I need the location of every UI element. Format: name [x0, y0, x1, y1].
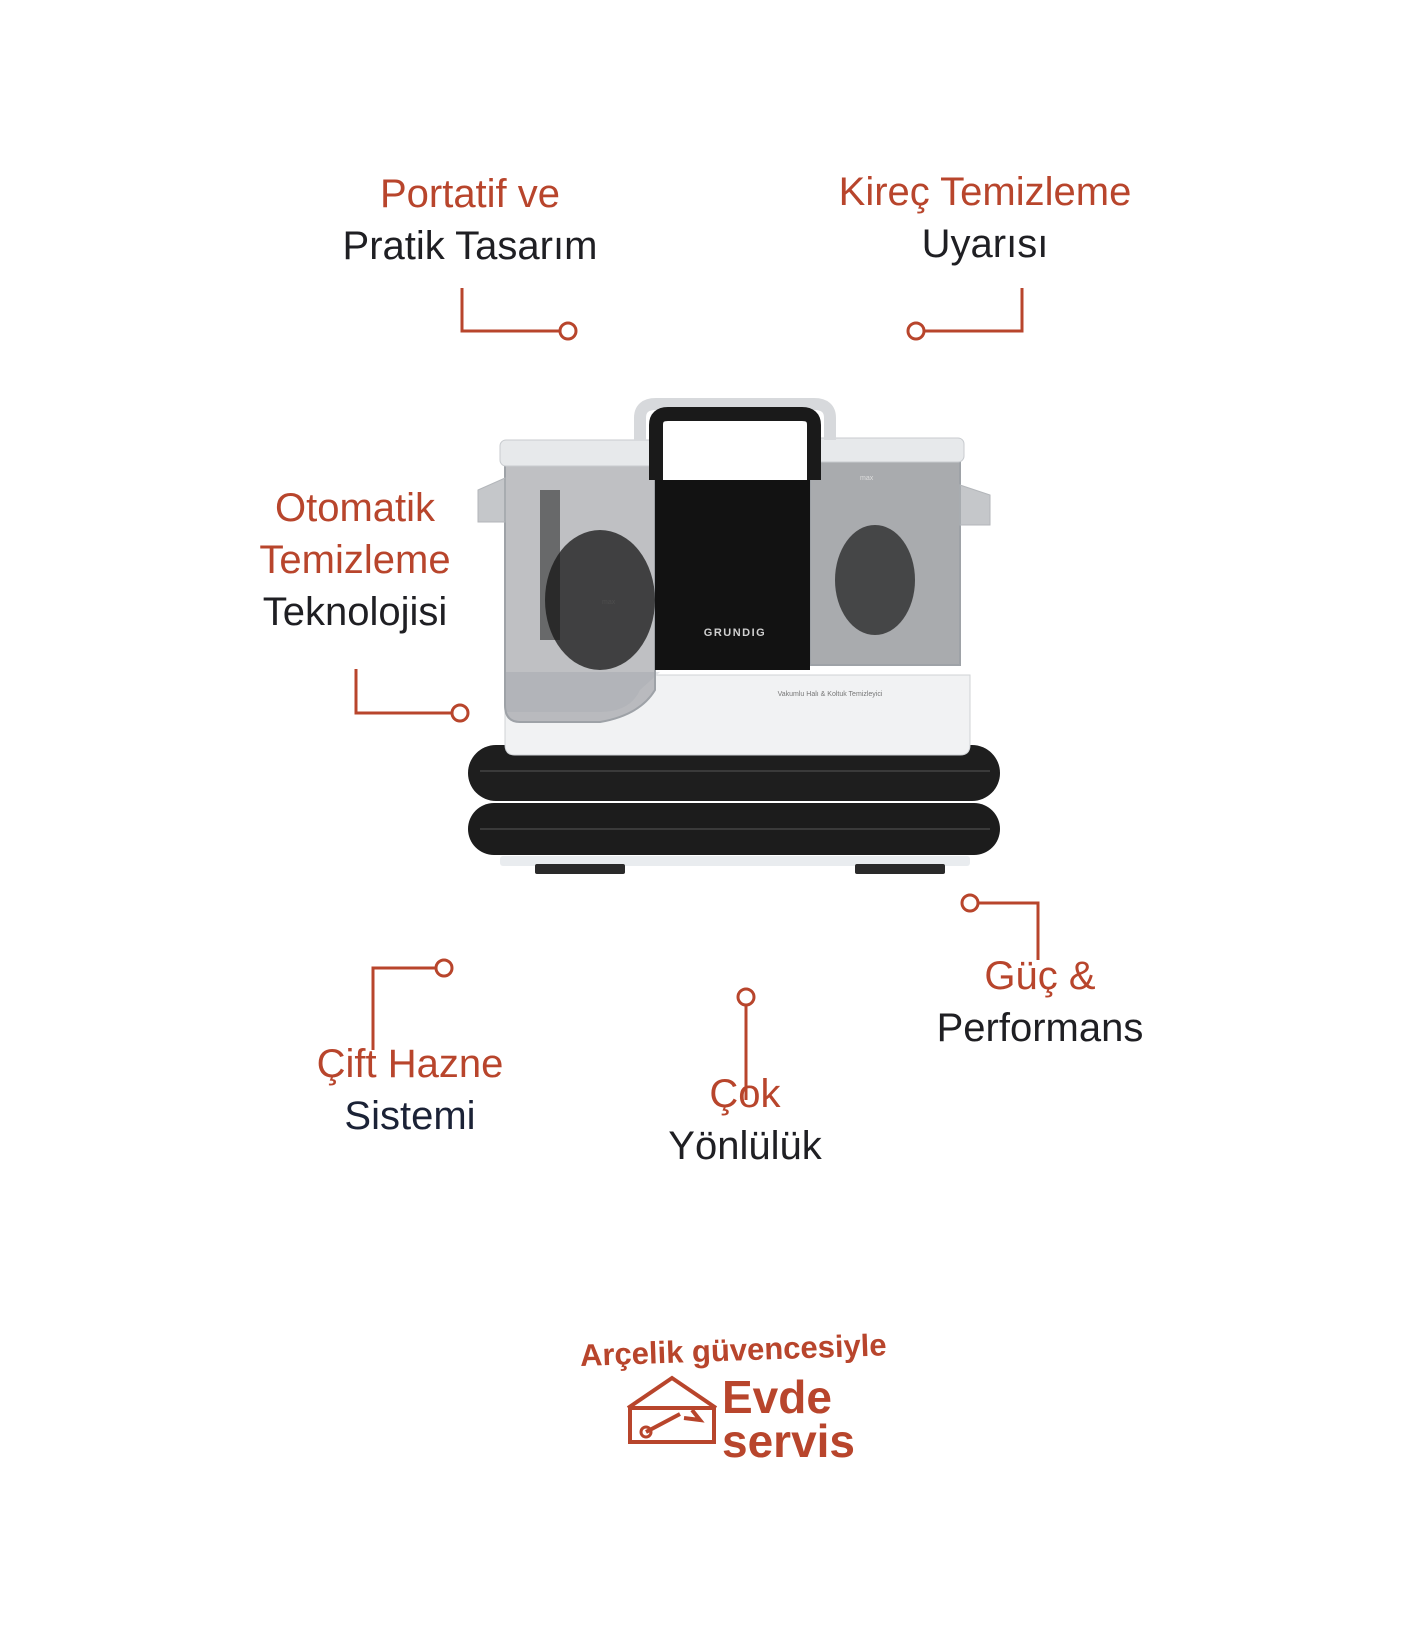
- leader-portable: [460, 288, 578, 341]
- badge-evde: Evde: [722, 1371, 832, 1423]
- leader-auto-clean: [354, 669, 470, 723]
- leader-multi-direction: [736, 987, 756, 1100]
- leader-power: [960, 893, 1040, 960]
- right-tank-lid: [807, 437, 965, 463]
- feature-portable-title: Portatif ve: [379, 172, 561, 216]
- feature-auto-clean-title: Otomatik: [274, 486, 436, 530]
- feature-power-title: Güç &: [984, 954, 1096, 998]
- left-tank-motor: [545, 530, 655, 670]
- hose-ridges: [480, 770, 990, 830]
- feature-auto-clean: Otomatik Temizleme Teknolojisi: [230, 482, 480, 638]
- foot-right: [855, 864, 945, 874]
- product-illustration: Vakumlu Halı & Koltuk Temizleyici max ma…: [468, 398, 1000, 874]
- feature-portable-subtitle: Pratik Tasarım: [342, 224, 598, 268]
- base-plate: [500, 856, 970, 866]
- badge-servis: servis: [722, 1415, 856, 1467]
- leader-double-tank: [371, 958, 454, 1050]
- feature-auto-clean-subtitle: Teknolojisi: [262, 590, 448, 634]
- feature-portable: Portatif ve Pratik Tasarım: [340, 168, 600, 272]
- feature-double-tank-title: Çift Hazne: [316, 1042, 504, 1086]
- foot-left: [535, 864, 625, 874]
- feature-descaling-title: Kireç Temizleme: [838, 170, 1132, 214]
- feature-auto-clean-title-2: Temizleme: [259, 538, 451, 582]
- feature-multi-direction-subtitle: Yönlülük: [668, 1124, 822, 1168]
- feature-multi-direction: Çok Yönlülük: [630, 1068, 860, 1172]
- feature-double-tank-subtitle: Sistemi: [344, 1094, 476, 1138]
- brand-logo: GRUNDIG: [704, 627, 766, 639]
- feature-descaling: Kireç Temizleme Uyarısı: [825, 166, 1145, 270]
- carry-handle-outer: [634, 398, 836, 440]
- leader-descaling: [906, 288, 1024, 341]
- right-tank-handle: [959, 484, 991, 526]
- leader-lines: [354, 288, 1040, 1100]
- center-body: [655, 480, 810, 670]
- feature-descaling-subtitle: Uyarısı: [921, 222, 1049, 266]
- feature-power: Güç & Performans: [920, 950, 1160, 1054]
- carry-handle: [649, 407, 821, 480]
- max-label-right: max: [860, 475, 874, 482]
- house-wrench-icon: [626, 1375, 718, 1444]
- left-tank-handle: [477, 477, 506, 523]
- hose-coil-upper: [468, 745, 1000, 801]
- feature-power-subtitle: Performans: [936, 1006, 1144, 1050]
- right-tank-motor: [835, 525, 915, 635]
- left-tank-lid: [499, 439, 659, 467]
- product-subtitle: Vakumlu Halı & Koltuk Temizleyici: [778, 691, 883, 698]
- feature-double-tank: Çift Hazne Sistemi: [290, 1038, 530, 1142]
